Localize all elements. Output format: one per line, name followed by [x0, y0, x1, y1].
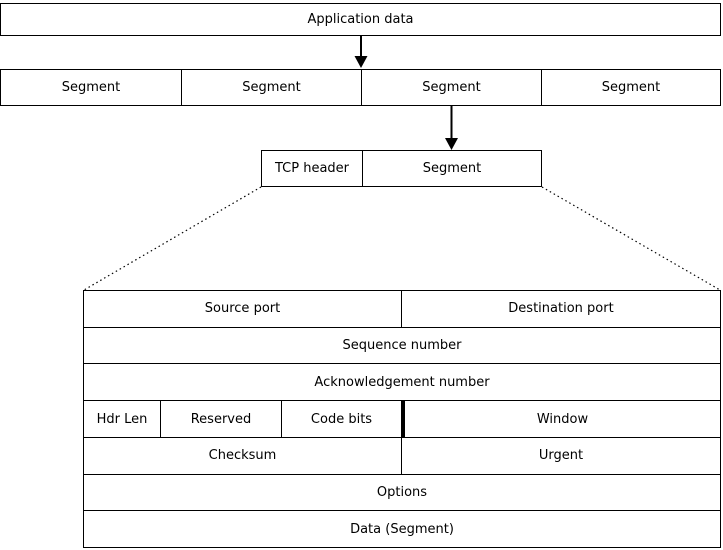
segment-cell-2: Segment [181, 70, 361, 105]
field-checksum: Checksum [208, 448, 277, 464]
field-window: Window [401, 401, 720, 437]
field-reserved: Reserved [160, 401, 281, 437]
field-options: Options [376, 484, 428, 500]
application-data-label: Application data [307, 12, 414, 27]
table-row-data: Data (Segment) [84, 510, 720, 547]
field-acknowledgement-number: Acknowledgement number [314, 374, 490, 390]
tcp-segment-cell: Segment [362, 151, 541, 186]
segment-cell-4: Segment [541, 70, 720, 105]
segment-cell-3: Segment [361, 70, 541, 105]
table-row-options: Options [84, 473, 720, 511]
tcp-header-cell: TCP header [274, 161, 350, 176]
down-arrow-icon [354, 36, 368, 68]
field-sequence-number: Sequence number [342, 338, 462, 354]
tcp-header-segment-box: TCP header Segment [261, 150, 542, 187]
expansion-dotted-line-right [541, 186, 721, 291]
table-row-sequence: Sequence number [84, 326, 720, 364]
field-urgent: Urgent [401, 437, 720, 474]
table-row-ports: Source port Destination port [84, 291, 720, 327]
field-data-segment: Data (Segment) [350, 521, 454, 537]
application-data-box: Application data [0, 3, 721, 36]
field-destination-port: Destination port [401, 291, 720, 327]
table-row-acknowledgement: Acknowledgement number [84, 363, 720, 400]
field-source-port: Source port [204, 301, 281, 317]
segments-row: Segment Segment Segment Segment [0, 69, 721, 106]
tcp-header-fields-table: Source port Destination port Sequence nu… [83, 290, 721, 548]
field-code-bits: Code bits [281, 401, 401, 437]
expansion-dotted-line-left [83, 186, 262, 291]
field-hdr-len: Hdr Len [96, 411, 148, 427]
table-row-checksum: Checksum Urgent [84, 436, 720, 474]
segment-cell-1: Segment [61, 80, 121, 95]
table-row-flags: Hdr Len Reserved Code bits Window [84, 400, 720, 437]
down-arrow-icon [445, 106, 458, 150]
